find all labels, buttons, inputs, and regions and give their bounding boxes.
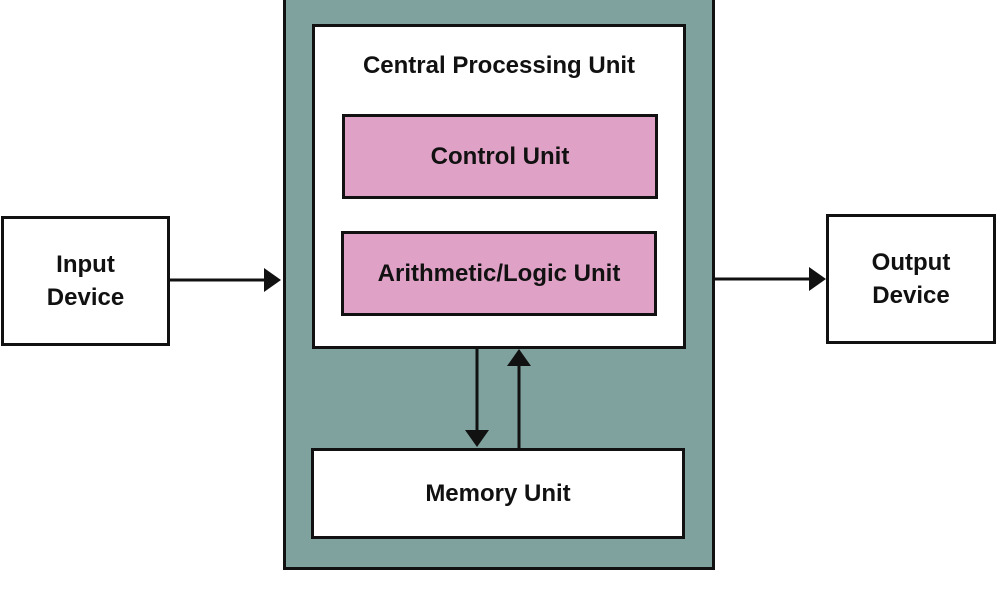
output-device-label: Output Device — [871, 249, 951, 309]
memory-unit-label: Memory Unit — [425, 480, 571, 507]
output-arrowhead — [809, 267, 826, 291]
memory-unit-box: Memory Unit — [311, 448, 685, 539]
alu-box: Arithmetic/Logic Unit — [341, 231, 657, 316]
input-device-label: Input Device — [46, 251, 125, 311]
cpu-title: Central Processing Unit — [362, 52, 636, 79]
input-device-box: Input Device — [1, 216, 170, 346]
input-arrowhead — [264, 268, 281, 292]
cpu-to-memory-arrowhead — [465, 430, 489, 447]
memory-to-cpu-arrowhead — [507, 349, 531, 366]
alu-label: Arithmetic/Logic Unit — [377, 260, 621, 287]
control-unit-label: Control Unit — [430, 143, 570, 170]
output-device-box: Output Device — [826, 214, 996, 344]
control-unit-box: Control Unit — [342, 114, 658, 199]
